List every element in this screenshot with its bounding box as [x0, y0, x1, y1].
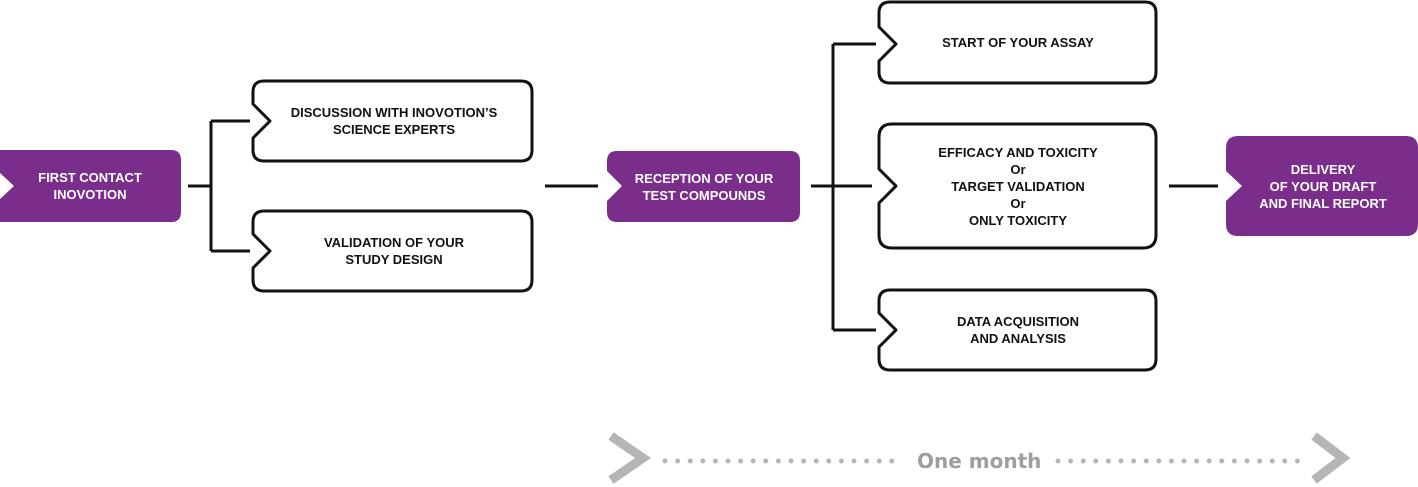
step-delivery: DELIVERY OF YOUR DRAFT AND FINAL REPORT: [1259, 161, 1387, 211]
timeline-start-chevron: [608, 432, 651, 484]
step-validation: VALIDATION OF YOUR STUDY DESIGN: [323, 235, 465, 267]
discussion-shape: [251, 79, 534, 163]
data-acquisition-shape: [877, 288, 1158, 372]
step-discussion: DISCUSSION WITH INOVOTION’S SCIENCE EXPE…: [290, 105, 498, 137]
start-assay-shape: [877, 0, 1158, 85]
connector-first-contact-bracket: [188, 119, 250, 253]
reception-shape: [607, 151, 800, 222]
timeline-arrow: [608, 432, 1351, 484]
step-efficacy: EFFICACY AND TOXICITY Or TARGET VALIDATI…: [938, 144, 1098, 228]
step-reception: RECEPTION OF YOUR TEST COMPOUNDS: [634, 170, 774, 203]
validation-shape: [251, 209, 534, 293]
efficacy-shape: [877, 122, 1158, 250]
step-first-contact: FIRST CONTACT INOVOTION: [38, 170, 142, 202]
first-contact-shape: [0, 150, 181, 222]
timeline-label: One month: [917, 449, 1042, 473]
step-start-assay: START OF YOUR ASSAY: [942, 35, 1094, 50]
step-data-acquisition: DATA ACQUISITION AND ANALYSIS: [956, 314, 1080, 346]
delivery-shape: [1226, 136, 1418, 236]
connector-reception-bracket: [811, 42, 876, 332]
timeline-end-chevron: [1311, 432, 1351, 484]
